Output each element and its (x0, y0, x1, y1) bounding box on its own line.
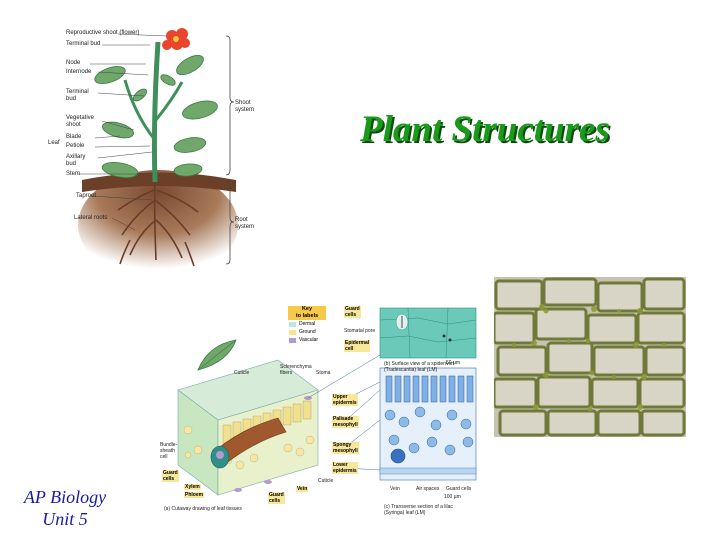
callout-stomatal-pore: Stomatal pore (344, 328, 376, 334)
label-stem: Stem (66, 171, 81, 177)
callout-sclerenchyma: Sclerenchyma fibers (280, 364, 312, 376)
caption-surface-view: (b) Surface view of a spiderwort (Trades… (384, 361, 455, 373)
callout-air-spaces: Air spaces (416, 486, 440, 492)
course-label: AP Biology Unit 5 (10, 486, 120, 530)
caption-cutaway: (a) Cutaway drawing of leaf tissues (164, 506, 242, 512)
root-bracket (225, 181, 235, 265)
caption-transverse: (c) Transverse section of a lilac (Syrin… (384, 504, 453, 516)
callout-xylem: Xylem (184, 484, 201, 490)
callout-epidermal-cell: Epidermal cell (344, 340, 371, 352)
callout-upper-epidermis: Upper epidermis (332, 394, 358, 406)
leaf-micrograph (494, 277, 686, 437)
callout-guard-cells-c: Guard cells (446, 486, 472, 492)
scale-bar-top: 50 µm (446, 360, 460, 366)
callout-cuticle-top: Cuticle (234, 370, 250, 376)
callout-vein: Vein (296, 486, 309, 492)
label-terminal-bud-top: Terminal bud (66, 41, 101, 47)
callout-lower-epidermis: Lower epidermis (332, 462, 358, 474)
scale-bar-bottom: 100 µm (444, 494, 461, 500)
callout-stoma: Stoma (316, 370, 331, 376)
epidermal-cells-image (494, 277, 686, 437)
callout-spongy: Spongy mesophyll (332, 442, 359, 454)
callout-vein-c: Vein (390, 486, 400, 492)
callout-guard-cells-bottom: Guard cells (268, 492, 285, 504)
leaf-anatomy-diagram: Key to labels Dermal Ground Vascular Gua… (158, 300, 478, 525)
main-stem (151, 41, 161, 183)
label-lateral-roots: Lateral roots (74, 215, 108, 221)
plant-illustration (78, 28, 238, 280)
flower (162, 28, 190, 50)
callout-guard-cells-left: Guard cells (162, 470, 179, 482)
slide-title: Plant Structures (360, 109, 610, 150)
label-vegetative-shoot: Vegetative shoot (66, 115, 95, 128)
label-terminal-bud: Terminal bud (66, 89, 89, 102)
label-taproot: Taproot (76, 193, 97, 199)
callout-phloem: Phloem (184, 492, 205, 498)
key-swatch-dermal (289, 322, 296, 327)
label-node: Node (66, 60, 81, 66)
callout-cuticle-bottom: Cuticle (318, 478, 334, 484)
shoot-bracket (225, 35, 235, 176)
label-internode: Internode (66, 69, 92, 75)
roots (117, 181, 199, 267)
label-reproductive-shoot: Reproductive shoot (flower) (66, 30, 140, 36)
key-item-vascular: Vascular (288, 337, 326, 344)
label-root-system: Root system (235, 217, 255, 230)
tissue-key: Key to labels Dermal Ground Vascular (288, 306, 326, 348)
label-shoot-system: Shoot system (235, 100, 255, 113)
key-title: Key to labels (288, 306, 326, 320)
label-axillary-bud: Axillary bud (66, 154, 86, 167)
course-name: AP Biology (23, 487, 107, 507)
label-petiole: Petiole (66, 143, 85, 149)
unit-name: Unit 5 (42, 509, 88, 529)
callout-palisade: Palisade mesophyll (332, 416, 359, 428)
key-swatch-vascular (289, 338, 296, 343)
callout-bundle-sheath: Bundle- sheath cell (160, 442, 178, 460)
leaf-cutaway-illustration (177, 307, 477, 496)
key-swatch-ground (289, 330, 296, 335)
leaves (94, 54, 218, 178)
plant-diagram: Reproductive shoot (flower) Terminal bud… (40, 20, 270, 280)
label-leaf: Leaf (48, 140, 60, 146)
key-item-dermal: Dermal (288, 321, 326, 328)
key-item-ground: Ground (288, 329, 326, 336)
label-blade: Blade (66, 134, 82, 140)
callout-guard-cells-top: Guard cells (344, 306, 361, 318)
